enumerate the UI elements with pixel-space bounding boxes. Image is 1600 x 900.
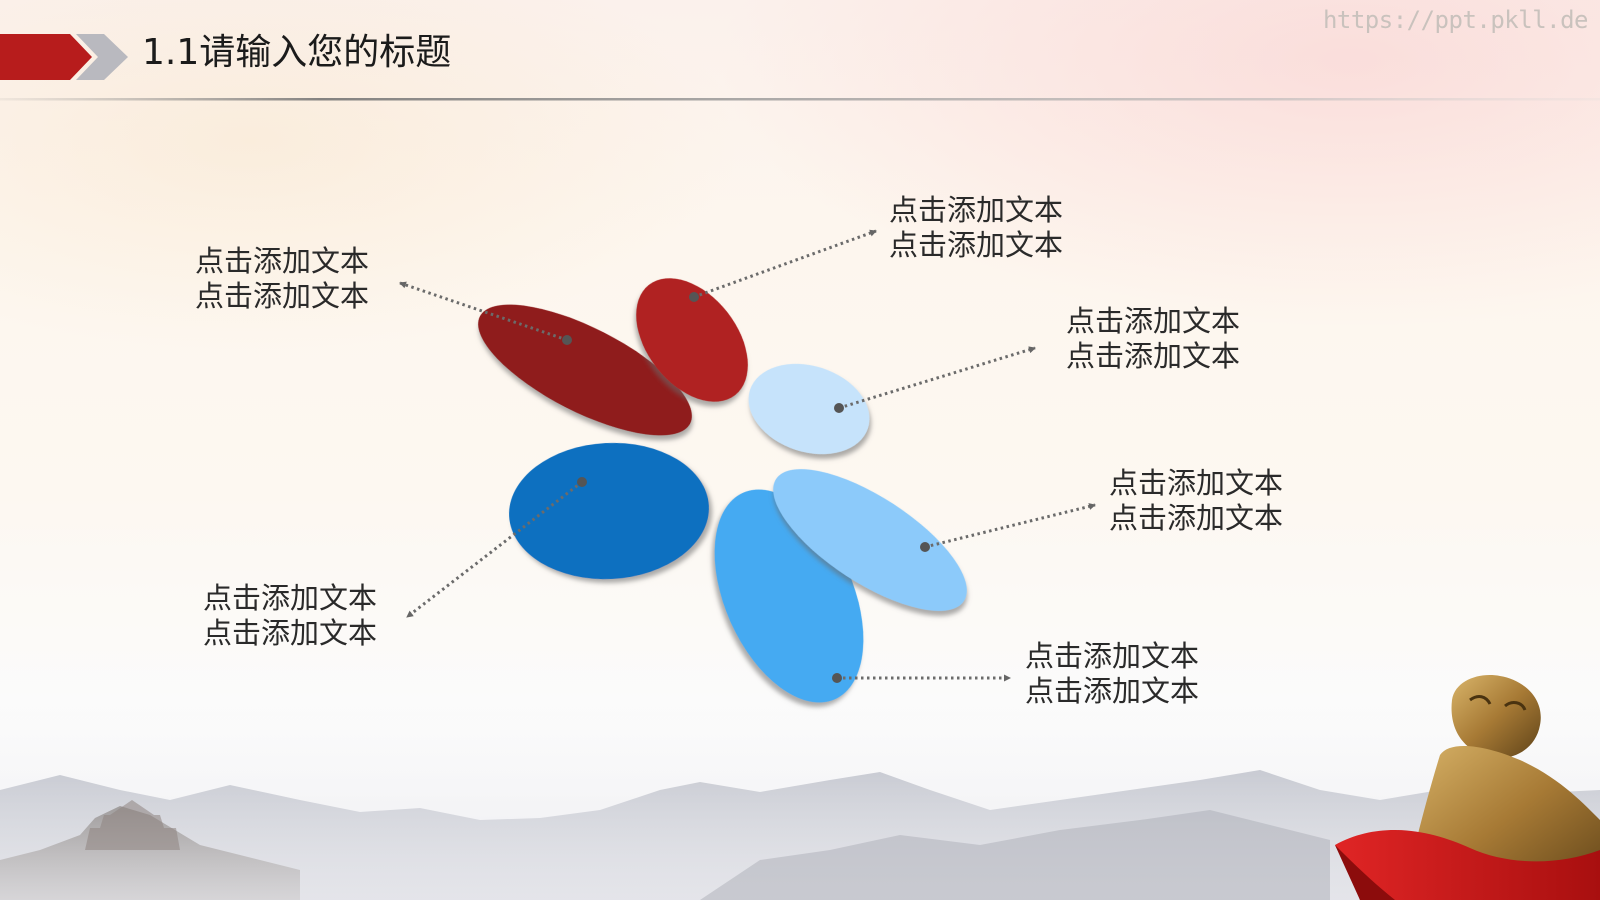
label-line: 点击添加文本 xyxy=(195,244,370,278)
text-label-top-left[interactable]: 点击添加文本 点击添加文本 xyxy=(195,244,369,314)
page-title[interactable]: 1.1请输入您的标题 xyxy=(142,32,452,73)
header-gray-chevron xyxy=(76,34,128,80)
label-line: 点击添加文本 xyxy=(1025,674,1200,708)
label-line: 点击添加文本 xyxy=(203,581,378,615)
text-label-right-middle[interactable]: 点击添加文本 点击添加文本 xyxy=(1109,466,1283,536)
label-line: 点击添加文本 xyxy=(1066,339,1241,373)
text-label-right-upper[interactable]: 点击添加文本 点击添加文本 xyxy=(1066,304,1240,374)
label-line: 点击添加文本 xyxy=(1109,501,1284,535)
label-line: 点击添加文本 xyxy=(1066,304,1241,338)
petal-light-blue xyxy=(773,469,967,611)
header-divider xyxy=(0,98,1600,101)
text-label-bottom-left[interactable]: 点击添加文本 点击添加文本 xyxy=(203,581,377,651)
text-label-bottom-right[interactable]: 点击添加文本 点击添加文本 xyxy=(1025,639,1199,709)
connector-dot-5 xyxy=(920,542,930,552)
label-line: 点击添加文本 xyxy=(889,228,1064,262)
connector-line-4 xyxy=(406,480,583,619)
connector-dot-3 xyxy=(834,403,844,413)
connector-line-3 xyxy=(838,346,1036,410)
connector-dot-6 xyxy=(832,673,842,683)
connector-dot-1 xyxy=(562,335,572,345)
label-line: 点击添加文本 xyxy=(1109,466,1284,500)
connector-line-2 xyxy=(693,229,877,299)
petal-pale-blue xyxy=(748,363,870,455)
petal-dark-red xyxy=(478,304,692,436)
text-label-top-right[interactable]: 点击添加文本 点击添加文本 xyxy=(889,193,1063,263)
connector-dot-2 xyxy=(689,292,699,302)
connector-line-5 xyxy=(924,503,1096,549)
watermark-url: https://ppt.pkll.de xyxy=(1322,6,1589,34)
header-decoration xyxy=(0,34,128,80)
petal-deep-blue xyxy=(509,442,709,580)
label-line: 点击添加文本 xyxy=(1025,639,1200,673)
label-line: 点击添加文本 xyxy=(889,193,1064,227)
label-line: 点击添加文本 xyxy=(203,616,378,650)
connector-dot-4 xyxy=(577,477,587,487)
petal-red xyxy=(636,278,748,402)
header-red-chevron xyxy=(0,34,92,80)
label-line: 点击添加文本 xyxy=(195,279,370,313)
